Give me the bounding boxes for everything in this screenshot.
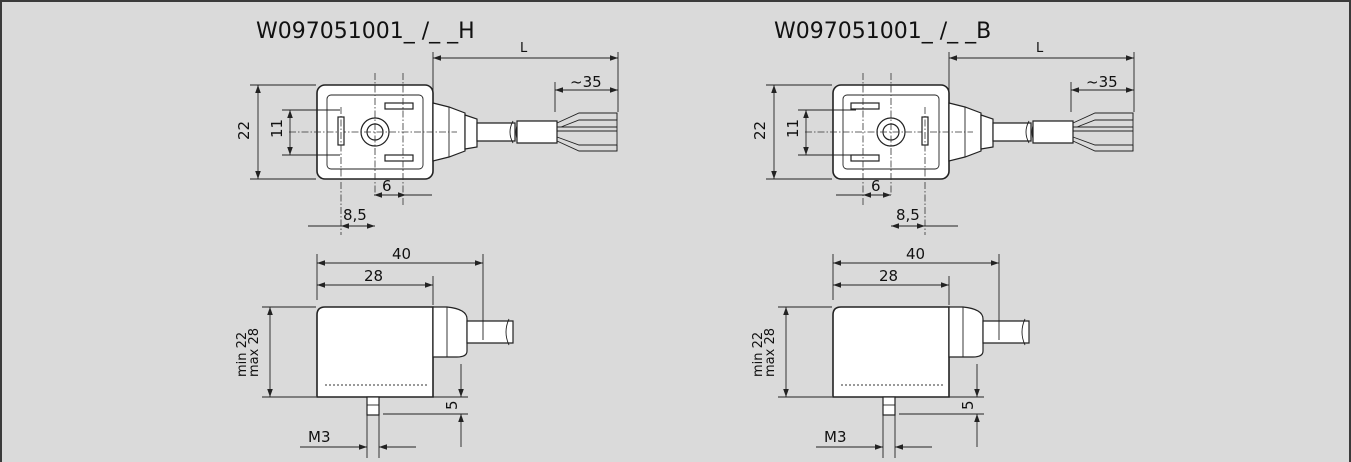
- dim-offset-6: 6: [374, 177, 432, 198]
- dim-side-height: min 22 max 28: [235, 306, 316, 398]
- dim-width-40: 40: [316, 245, 484, 340]
- side-view: [832, 306, 1030, 416]
- dim-length: L: [948, 41, 1135, 112]
- dim-length: L: [432, 41, 619, 112]
- dim-offset-85-label: 8,5: [343, 206, 367, 224]
- dim-screw-label: M3: [824, 428, 847, 446]
- side-view: [316, 306, 514, 416]
- dim-pin-spacing-label: 11: [268, 119, 286, 138]
- dim-screw-length-label: 5: [959, 400, 977, 410]
- dim-screw: M3: [816, 408, 932, 458]
- variant-h: W097051001_ /_ _H L ~35: [235, 19, 619, 458]
- dim-offset-85: 8,5: [308, 206, 375, 229]
- dim-screw-length: 5: [383, 364, 468, 447]
- dim-width-40: 40: [832, 245, 1000, 340]
- dim-screw: M3: [300, 408, 416, 458]
- dim-height: 22: [235, 84, 316, 180]
- dim-offset-6-label: 6: [871, 177, 881, 195]
- dim-screw-label: M3: [308, 428, 331, 446]
- pin-upper: [384, 102, 414, 110]
- dim-width-28-label: 28: [879, 267, 898, 285]
- dim-strip: ~35: [554, 73, 618, 112]
- dim-side-height-max: max 28: [247, 328, 262, 377]
- dim-side-height-min: min 22: [235, 332, 250, 377]
- dim-strip: ~35: [1070, 73, 1134, 112]
- dim-pin-spacing: 11: [784, 109, 856, 156]
- top-view: [804, 72, 1134, 235]
- dim-width-28-label: 28: [364, 267, 383, 285]
- variant-title: W097051001_ /_ _H: [256, 19, 475, 44]
- dim-offset-6: 6: [836, 177, 891, 198]
- dim-side-height-max: max 28: [763, 328, 778, 377]
- variant-b: W097051001_ /_ _B L ~35 22: [751, 19, 1135, 458]
- dim-offset-85: 8,5: [891, 206, 958, 229]
- dim-strip-label: ~35: [570, 73, 602, 91]
- dim-strip-label: ~35: [1086, 73, 1118, 91]
- dim-offset-85-label: 8,5: [896, 206, 920, 224]
- dim-height-label: 22: [751, 121, 769, 140]
- dim-side-height-min: min 22: [751, 332, 766, 377]
- dim-pin-spacing: 11: [268, 109, 340, 156]
- dim-width-28: 28: [317, 267, 434, 305]
- dim-length-label: L: [520, 41, 528, 56]
- pin-lower: [384, 154, 414, 162]
- dim-length-label: L: [1036, 41, 1044, 56]
- dim-screw-length: 5: [899, 364, 984, 447]
- variant-title: W097051001_ /_ _B: [774, 19, 991, 44]
- dim-offset-6-label: 6: [382, 177, 392, 195]
- dim-height: 22: [751, 84, 832, 180]
- pin-upper: [850, 102, 880, 110]
- pin-lower: [850, 154, 880, 162]
- dim-width-40-label: 40: [906, 245, 925, 263]
- dim-pin-spacing-label: 11: [784, 119, 802, 138]
- dim-width-28: 28: [833, 267, 950, 305]
- dim-height-label: 22: [235, 121, 253, 140]
- dim-side-height: min 22 max 28: [751, 306, 832, 398]
- dim-width-40-label: 40: [392, 245, 411, 263]
- dim-screw-length-label: 5: [443, 400, 461, 410]
- top-view: [288, 72, 618, 235]
